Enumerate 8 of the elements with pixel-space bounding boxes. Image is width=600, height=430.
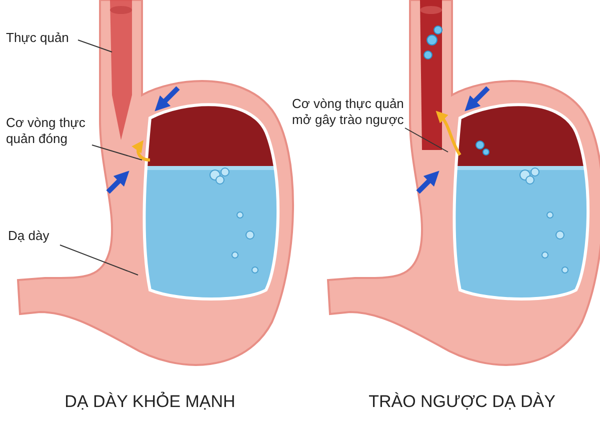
panel-caption: DẠ DÀY KHỎE MẠNH <box>64 392 236 412</box>
callout-label: Cơ vòng thực quản đóng <box>6 115 116 147</box>
leader-line <box>60 244 138 276</box>
callout-label: Dạ dày <box>8 228 68 244</box>
panel-caption: TRÀO NGƯỢC DẠ DÀY <box>368 392 556 412</box>
callout-label: Cơ vòng thực quản mở gây trào ngược <box>292 96 422 128</box>
leader-line <box>78 40 112 52</box>
callout-label: Thực quản <box>6 30 96 46</box>
